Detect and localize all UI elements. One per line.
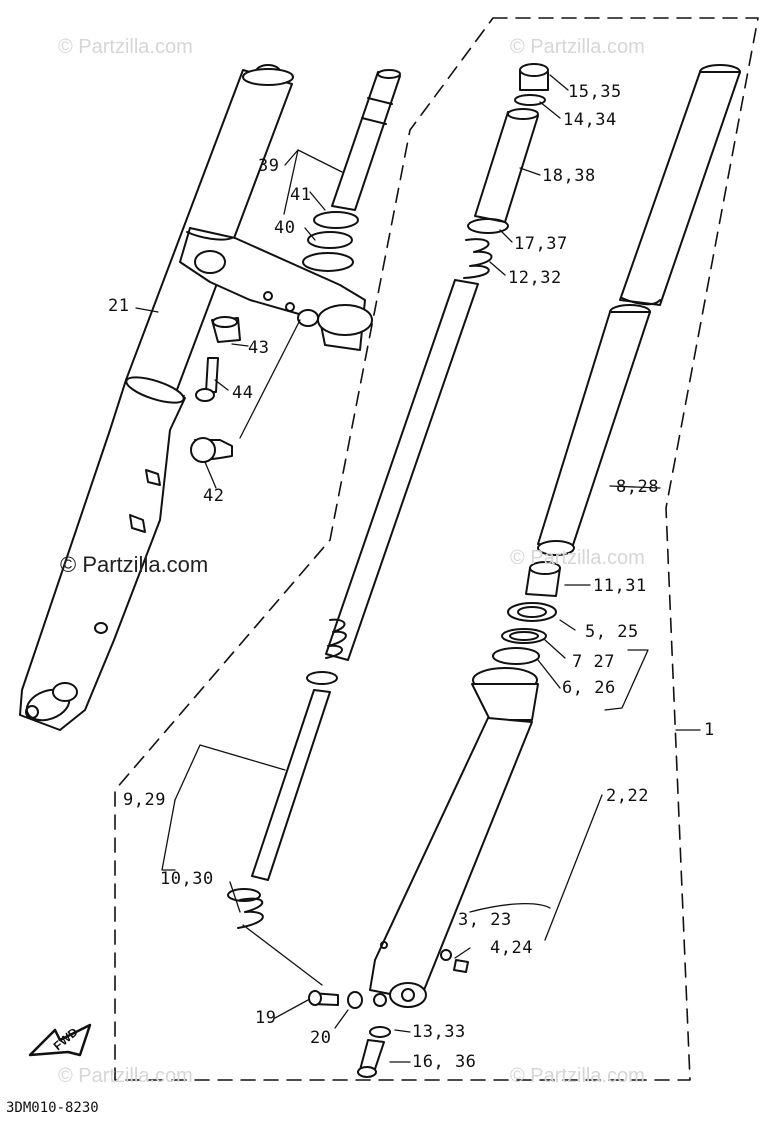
inner-tube [537, 64, 741, 556]
label-18-38: 18,38 [542, 166, 596, 186]
label-43: 43 [248, 338, 270, 358]
label-44: 44 [232, 383, 254, 403]
label-3-23: 3, 23 [458, 910, 512, 930]
label-21: 21 [108, 296, 130, 316]
bottom-hardware [308, 949, 469, 1078]
label-11-31: 11,31 [593, 576, 647, 596]
label-10-30: 10,30 [160, 869, 214, 889]
label-13-33: 13,33 [412, 1022, 466, 1042]
steering-bracket [179, 69, 401, 351]
diagram-code: 3DM010-8230 [6, 1100, 99, 1116]
label-16-36: 16, 36 [412, 1052, 477, 1072]
watermark-bottom-left: © Partzilla.com [58, 1065, 193, 1087]
label-39: 39 [258, 156, 280, 176]
seal-set [492, 561, 561, 665]
label-40: 40 [274, 218, 296, 238]
label-42: 42 [203, 486, 225, 506]
watermark-top-right: © Partzilla.com [510, 36, 645, 58]
label-8-28: 8,28 [616, 477, 659, 497]
watermark-mid-right: © Partzilla.com [510, 547, 645, 569]
fwd-arrow [28, 1023, 92, 1057]
label-2-22: 2,22 [606, 786, 649, 806]
label-41: 41 [290, 185, 312, 205]
label-6-26: 6, 26 [562, 678, 616, 698]
label-9-29: 9,29 [123, 790, 166, 810]
label-1: 1 [704, 720, 715, 740]
label-15-35: 15,35 [568, 82, 622, 102]
label-4-24: 4,24 [490, 938, 533, 958]
watermark-bottom-right: © Partzilla.com [510, 1065, 645, 1087]
leader-lines [135, 74, 701, 1063]
watermark-top-left: © Partzilla.com [58, 36, 193, 58]
label-7-27: 7 27 [572, 652, 615, 672]
small-hardware [190, 316, 241, 463]
label-5-25: 5, 25 [585, 622, 639, 642]
label-17-37: 17,37 [514, 234, 568, 254]
damper-rod [227, 279, 479, 929]
label-14-34: 14,34 [563, 110, 617, 130]
label-20: 20 [310, 1028, 332, 1048]
assembly-boundary-dashed [114, 17, 759, 1081]
outer-tube [369, 667, 539, 1008]
label-12-32: 12,32 [508, 268, 562, 288]
upper-internals [463, 63, 549, 279]
watermark-main: © Partzilla.com [60, 552, 209, 577]
label-19: 19 [255, 1008, 277, 1028]
